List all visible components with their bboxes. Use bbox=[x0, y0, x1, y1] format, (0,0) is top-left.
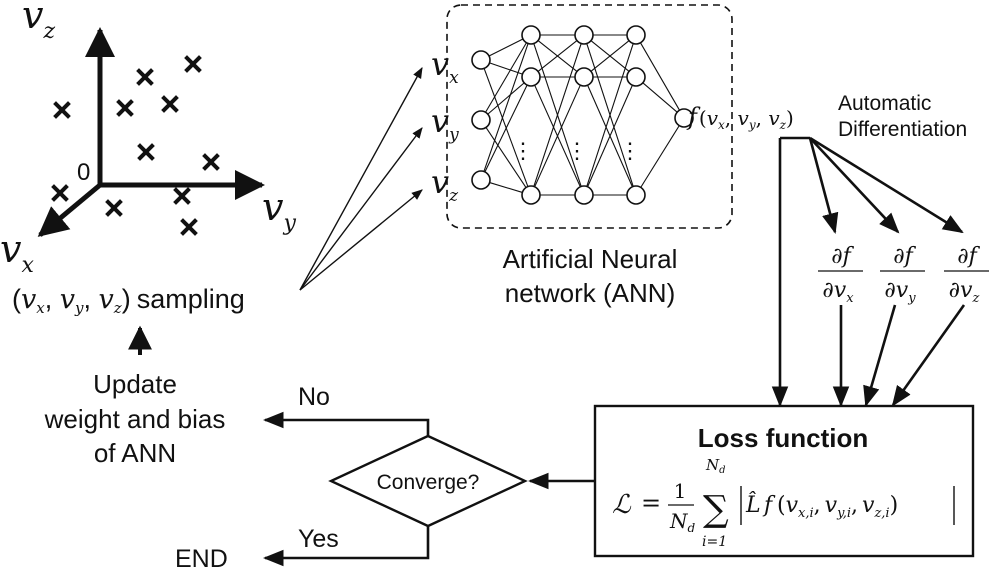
ann-connection bbox=[483, 43, 529, 172]
autodiff-arrows bbox=[771, 136, 964, 408]
ann-input-neuron bbox=[471, 50, 491, 70]
derivative-to-loss-arrows bbox=[832, 304, 966, 408]
ann-connection bbox=[487, 82, 525, 115]
autodiff-label-line2: Differentiation bbox=[838, 118, 967, 141]
ann-input-neuron bbox=[471, 170, 491, 190]
ann-connection bbox=[642, 82, 678, 113]
velocity-axes: vz vy vx 0 bbox=[0, 0, 296, 278]
ann-connection bbox=[489, 182, 523, 193]
ann-input-vx: vx bbox=[431, 45, 459, 88]
sample-points bbox=[51, 55, 220, 236]
vx-label: vx bbox=[0, 227, 34, 278]
sampling-label: (vx, vy, vz)sampling bbox=[12, 284, 245, 317]
vx-axis bbox=[37, 183, 102, 237]
ann-connection bbox=[534, 84, 581, 188]
sampling-to-ann-arrows bbox=[299, 67, 423, 291]
ann-connection bbox=[537, 40, 578, 72]
end-label: END bbox=[175, 545, 228, 570]
svg-text:of ANN: of ANN bbox=[94, 438, 176, 468]
ann-hidden-neuron bbox=[626, 25, 646, 45]
ann-hidden-neuron bbox=[574, 67, 594, 87]
svg-text:Update: Update bbox=[93, 369, 177, 399]
sample-point-marker bbox=[136, 68, 154, 86]
svg-text:Nd: Nd bbox=[669, 509, 696, 535]
ann-connection bbox=[489, 62, 523, 75]
ann-caption-line2: network (ANN) bbox=[505, 278, 675, 308]
no-branch-label: No bbox=[298, 383, 330, 411]
ann-connection bbox=[640, 42, 680, 111]
svg-text:Nd: Nd bbox=[705, 456, 726, 476]
ann-hidden-neuron bbox=[521, 67, 541, 87]
loss-function-box: Loss function ℒ = 1 Nd Nd ∑ i=1 L̂ f (vx… bbox=[593, 404, 975, 558]
ann-neurons bbox=[471, 25, 694, 205]
ann-hidden-neuron bbox=[626, 185, 646, 205]
ann-input-vz: vz bbox=[431, 163, 459, 206]
sample-point-marker bbox=[161, 95, 179, 113]
partial-df-dvy: ∂f ∂vy bbox=[880, 244, 925, 306]
ann-connection bbox=[488, 38, 524, 57]
sample-point-marker bbox=[116, 99, 134, 117]
sample-point-marker bbox=[105, 199, 123, 217]
ann-caption-line1: Artificial Neural bbox=[503, 244, 678, 274]
svg-text:i=1: i=1 bbox=[702, 534, 727, 550]
vz-label: vz bbox=[22, 0, 55, 44]
sample-point-marker bbox=[173, 187, 191, 205]
svg-text:∂f: ∂f bbox=[957, 244, 980, 269]
partial-df-dvz: ∂f ∂vz bbox=[944, 244, 989, 306]
ann-output-f: f(vx, vy, vz) bbox=[686, 103, 794, 132]
svg-text:1: 1 bbox=[674, 479, 687, 503]
svg-text:∂f: ∂f bbox=[893, 244, 916, 269]
svg-text:L̂: L̂ bbox=[745, 492, 761, 518]
ann-input-vy: vy bbox=[431, 102, 459, 145]
ann-dashed-box bbox=[446, 4, 733, 229]
svg-text:weight and bias: weight and bias bbox=[44, 404, 226, 434]
autodiff-label-line1: Automatic bbox=[838, 92, 931, 115]
ann-connection bbox=[484, 84, 528, 173]
sample-point-marker bbox=[180, 218, 198, 236]
ann-dots-1: ⋮ bbox=[512, 138, 534, 163]
ann-connection bbox=[586, 43, 634, 187]
svg-text:∂vz: ∂vz bbox=[949, 278, 980, 306]
partial-df-dvx: ∂f ∂vx bbox=[818, 244, 863, 306]
converge-decision: Converge? bbox=[328, 434, 528, 528]
sample-point-marker bbox=[51, 184, 69, 202]
ann-connection bbox=[590, 40, 630, 72]
ann-hidden-neuron bbox=[521, 185, 541, 205]
ann-dots-2: ⋮ bbox=[566, 138, 588, 163]
ann-hidden-neuron bbox=[521, 25, 541, 45]
ann-connection bbox=[533, 43, 582, 187]
sample-point-marker bbox=[137, 143, 155, 161]
vy-label: vy bbox=[262, 185, 296, 236]
svg-text:∑: ∑ bbox=[703, 489, 729, 530]
decision-branches bbox=[262, 411, 430, 567]
svg-text:∂f: ∂f bbox=[831, 244, 854, 269]
ann-connection bbox=[640, 125, 680, 188]
svg-text:∂vy: ∂vy bbox=[884, 278, 916, 306]
svg-text:ℒ: ℒ bbox=[612, 490, 632, 520]
svg-text:∂vx: ∂vx bbox=[822, 278, 854, 306]
update-weights-text: Update weight and bias of ANN bbox=[44, 369, 226, 468]
ann-input-neuron bbox=[471, 110, 491, 130]
ann-connections bbox=[483, 34, 680, 196]
ann-output-neuron bbox=[674, 108, 694, 128]
sample-point-marker bbox=[202, 153, 220, 171]
ann-hidden-neuron bbox=[574, 25, 594, 45]
loss-title: Loss function bbox=[698, 423, 868, 453]
sample-point-marker bbox=[184, 55, 202, 73]
origin-label: 0 bbox=[77, 159, 90, 186]
ann-hidden-neuron bbox=[574, 185, 594, 205]
ann-connection bbox=[587, 85, 633, 187]
ann-block: ⋮ ⋮ ⋮ vx vy vz f(vx, vy, vz) Artificial … bbox=[431, 4, 794, 308]
ann-connection bbox=[485, 42, 527, 113]
ann-connection bbox=[485, 127, 527, 188]
ann-dots-3: ⋮ bbox=[619, 138, 641, 163]
yes-branch-label: Yes bbox=[298, 525, 339, 553]
svg-text:(vx,i,vy,i,vz,i): (vx,i,vy,i,vz,i) bbox=[777, 493, 898, 521]
sample-point-marker bbox=[53, 101, 71, 119]
ann-hidden-neuron bbox=[626, 67, 646, 87]
decision-label: Converge? bbox=[377, 471, 480, 494]
svg-text:=: = bbox=[641, 489, 661, 517]
